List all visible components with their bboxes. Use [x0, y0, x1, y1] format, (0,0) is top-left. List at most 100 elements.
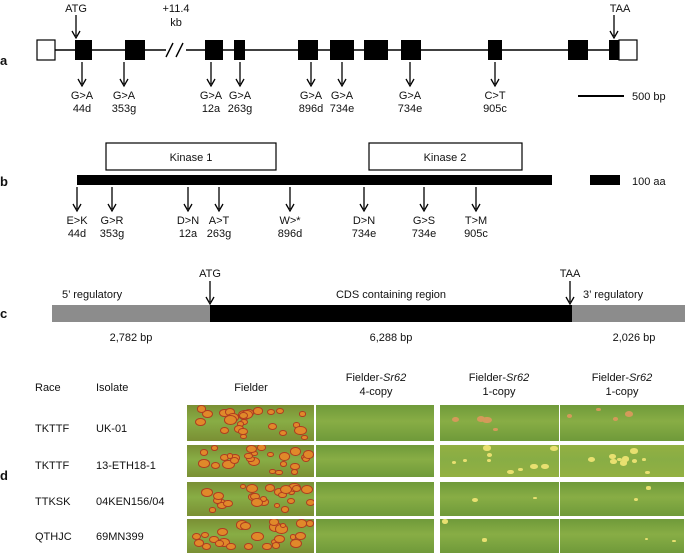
- rust-pustule: [282, 507, 289, 512]
- col-header-fielder: Fielder: [234, 382, 268, 394]
- panel-a-mutation-change-3: G>A: [200, 90, 223, 102]
- panel-b-mutation-arrow-2: [107, 187, 117, 213]
- exon-2: [125, 40, 145, 60]
- rust-pustule: [295, 532, 305, 540]
- rust-pustule: [195, 540, 204, 546]
- rust-pustule: [272, 542, 280, 548]
- rust-pustule: [226, 409, 235, 415]
- rust-pustule: [550, 446, 558, 452]
- rust-pustule: [213, 497, 222, 503]
- rust-pustule: [482, 416, 492, 424]
- col-header-c4-prefix: Fielder-: [592, 372, 630, 384]
- panel-b-mutation-change-2: G>R: [101, 215, 124, 227]
- panel-b-mutation-line-6: 734e: [352, 228, 376, 240]
- rust-pustule: [533, 496, 537, 500]
- panel-a-mutation-change-4: G>A: [229, 90, 252, 102]
- rust-pustule: [221, 427, 229, 433]
- leaf-photo-r4-c2: [316, 519, 434, 553]
- rust-pustule: [241, 411, 253, 419]
- row-2-isolate: 13-ETH18-1: [96, 460, 156, 472]
- rust-pustule: [201, 532, 208, 538]
- rust-pustule: [212, 446, 217, 450]
- region-5prime-bar: [52, 305, 210, 322]
- panel-b-mutation-change-1: E>K: [66, 215, 88, 227]
- kinase-2-box: [368, 142, 523, 171]
- rust-pustule: [292, 486, 300, 492]
- rust-pustule: [272, 539, 278, 544]
- col-header-c4-line1: Fielder-Sr62: [592, 372, 653, 384]
- scale-bar-aa: [590, 175, 620, 185]
- scale-bar-aa-label: 100 aa: [632, 176, 667, 188]
- panel-b-mutation-line-2: 353g: [100, 228, 124, 240]
- rust-pustule: [267, 452, 273, 457]
- kinase-2-label: Kinase 2: [424, 152, 467, 164]
- rust-pustule: [230, 457, 238, 463]
- row-2-race: TKTTF: [35, 460, 69, 472]
- rust-pustule: [303, 451, 314, 458]
- leaf-surface: [316, 519, 434, 553]
- leaf-photo-r3-c1: [187, 482, 314, 516]
- rust-pustule: [252, 451, 258, 455]
- rust-pustule: [493, 427, 499, 432]
- leaf-photo-r3-c3: [440, 482, 559, 516]
- leaf-surface: [440, 482, 559, 516]
- rust-pustule: [239, 412, 247, 418]
- rust-pustule: [274, 503, 280, 508]
- rust-pustule: [631, 459, 637, 463]
- col-header-c2-prefix: Fielder-: [346, 372, 384, 384]
- rust-pustule: [646, 486, 651, 490]
- rust-pustule: [452, 461, 456, 464]
- exon-1: [75, 40, 92, 60]
- panel-c-letter: c: [0, 306, 7, 321]
- panel-b-mutation-arrow-4: [214, 187, 224, 213]
- panel-a-letter: a: [0, 53, 8, 68]
- rust-pustule: [290, 539, 301, 547]
- rust-pustule: [280, 523, 285, 527]
- rust-pustule: [224, 416, 236, 424]
- exon-8: [401, 40, 421, 60]
- rust-pustule: [291, 463, 299, 470]
- panel-a-mutation-line-2: 353g: [112, 103, 136, 115]
- leaf-surface: [560, 519, 684, 553]
- panel-b-mutation-change-3: D>N: [177, 215, 199, 227]
- panel-a-mutation-line-5: 896d: [299, 103, 323, 115]
- rust-pustule: [217, 502, 226, 509]
- rust-pustule: [240, 522, 250, 530]
- rust-pustule: [260, 499, 269, 505]
- leaf-photo-r1-c3: [440, 405, 559, 441]
- panel-b-mutation-arrow-3: [183, 187, 193, 213]
- kinase-1-box: [105, 142, 277, 171]
- rust-pustule: [234, 425, 244, 432]
- rust-pustule: [588, 457, 596, 462]
- rust-pustule: [237, 421, 244, 426]
- panel-b-mutation-line-7: 734e: [412, 228, 436, 240]
- rust-pustule: [217, 528, 227, 535]
- rust-pustule: [201, 489, 212, 497]
- rust-pustule: [245, 454, 252, 459]
- exon-9: [488, 40, 502, 60]
- panel-b-mutation-change-8: T>M: [465, 215, 487, 227]
- rust-pustule: [301, 485, 312, 493]
- panel-a-mutation-change-8: C>T: [484, 90, 505, 102]
- panel-a-mutation-line-3: 12a: [202, 103, 221, 115]
- col-header-c3-prefix: Fielder-: [469, 372, 507, 384]
- rust-pustule: [279, 492, 286, 498]
- col-header-c2-gene: Sr62: [383, 372, 406, 384]
- leaf-photo-r1-c4: [560, 405, 684, 441]
- panel-a-mutation-arrow-6: [337, 62, 347, 88]
- rust-pustule: [530, 463, 539, 470]
- exon-10: [568, 40, 588, 60]
- rust-pustule: [247, 445, 257, 453]
- rust-pustule: [227, 454, 233, 458]
- rust-pustule: [251, 494, 259, 500]
- leaf-photo-r4-c1: [187, 519, 314, 553]
- rust-pustule: [612, 417, 618, 421]
- rust-pustule: [279, 453, 290, 461]
- rust-pustule: [253, 408, 262, 414]
- leaf-photo-r3-c4: [560, 482, 684, 516]
- rust-pustule: [476, 415, 486, 422]
- kinase-1-label: Kinase 1: [170, 152, 213, 164]
- atg-label-c: ATG: [199, 268, 221, 280]
- region-3prime-size: 2,026 bp: [613, 332, 656, 344]
- taa-arrow-a: [609, 15, 619, 40]
